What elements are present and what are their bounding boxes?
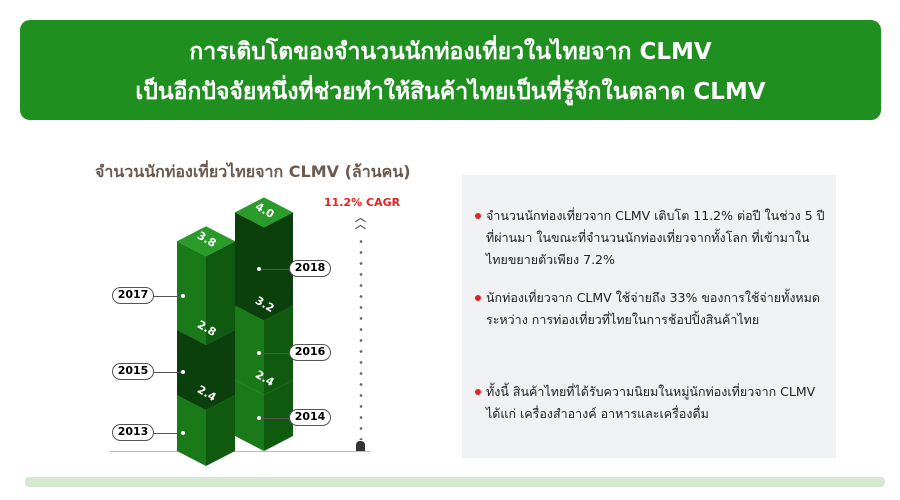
bar-2017-right-face [206,241,235,345]
bar-2014-right-face [264,380,293,451]
axis-base-icon [356,441,365,451]
marker-dot-2014 [257,416,261,421]
marker-dot-2017 [181,293,185,298]
year-label-2017: 2017 [112,286,154,304]
growth-axis-dots [359,236,363,440]
bar-2018-left-face [235,212,264,321]
leader-line-2017 [152,295,181,297]
cagr-annotation: 11.2% CAGR [324,196,401,209]
chart-title: จำนวนนักท่องเที่ยวไทยจาก CLMV (ล้านคน) [95,162,411,181]
headline-line-2: เป็นอีกปัจจัยหนึ่งที่ช่วยทำให้สินค้าไทยเ… [135,79,766,105]
headline-line-1: การเติบโตของจำนวนนักท่องเที่ยวในไทยจาก C… [189,39,712,65]
bullet-2: นักท่องเที่ยวจาก CLMV ใช้จ่ายถึง 33% ของ… [475,287,826,331]
bar-2018-right-face [264,212,293,321]
bar-2017-top-face [177,226,235,257]
chevron-up-icon: ︿︿ [355,211,366,231]
leader-line-2014 [261,418,290,420]
headline-banner: การเติบโตของจำนวนนักท่องเที่ยวในไทยจาก C… [20,20,881,120]
bar-2018-top-face [235,197,293,228]
leader-line-2018 [261,268,290,270]
bar-2015-left-face [177,329,206,411]
bar-2017-left-face [177,241,206,345]
year-label-2015: 2015 [112,363,154,381]
year-label-2013: 2013 [112,424,154,442]
marker-dot-2013 [181,431,185,436]
year-label-2018: 2018 [289,259,331,277]
marker-dot-2018 [257,266,261,271]
bullet-3: ทั้งนี้ สินค้าไทยที่ได้รับความนิยมในหมู่… [475,381,826,425]
chart-baseline [110,451,370,452]
year-label-2014: 2014 [289,409,331,427]
year-label-2016: 2016 [289,343,331,361]
marker-dot-2016 [257,350,261,355]
bar-2013-left-face [177,395,206,466]
info-panel: จำนวนนักท่องเที่ยวจาก CLMV เติบโต 11.2% … [462,175,836,458]
bar-2016-right-face [264,305,293,396]
leader-line-2016 [261,352,290,354]
marker-dot-2015 [181,370,185,375]
bar-2016-left-face [235,305,264,396]
leader-line-2013 [152,433,181,435]
bullet-1: จำนวนนักท่องเที่ยวจาก CLMV เติบโต 11.2% … [475,205,826,271]
leader-line-2015 [152,372,181,374]
bar-2015-right-face [206,329,235,411]
footer-bar [25,477,885,487]
bar-2013-right-face [206,395,235,466]
bar-2014-left-face [235,380,264,451]
